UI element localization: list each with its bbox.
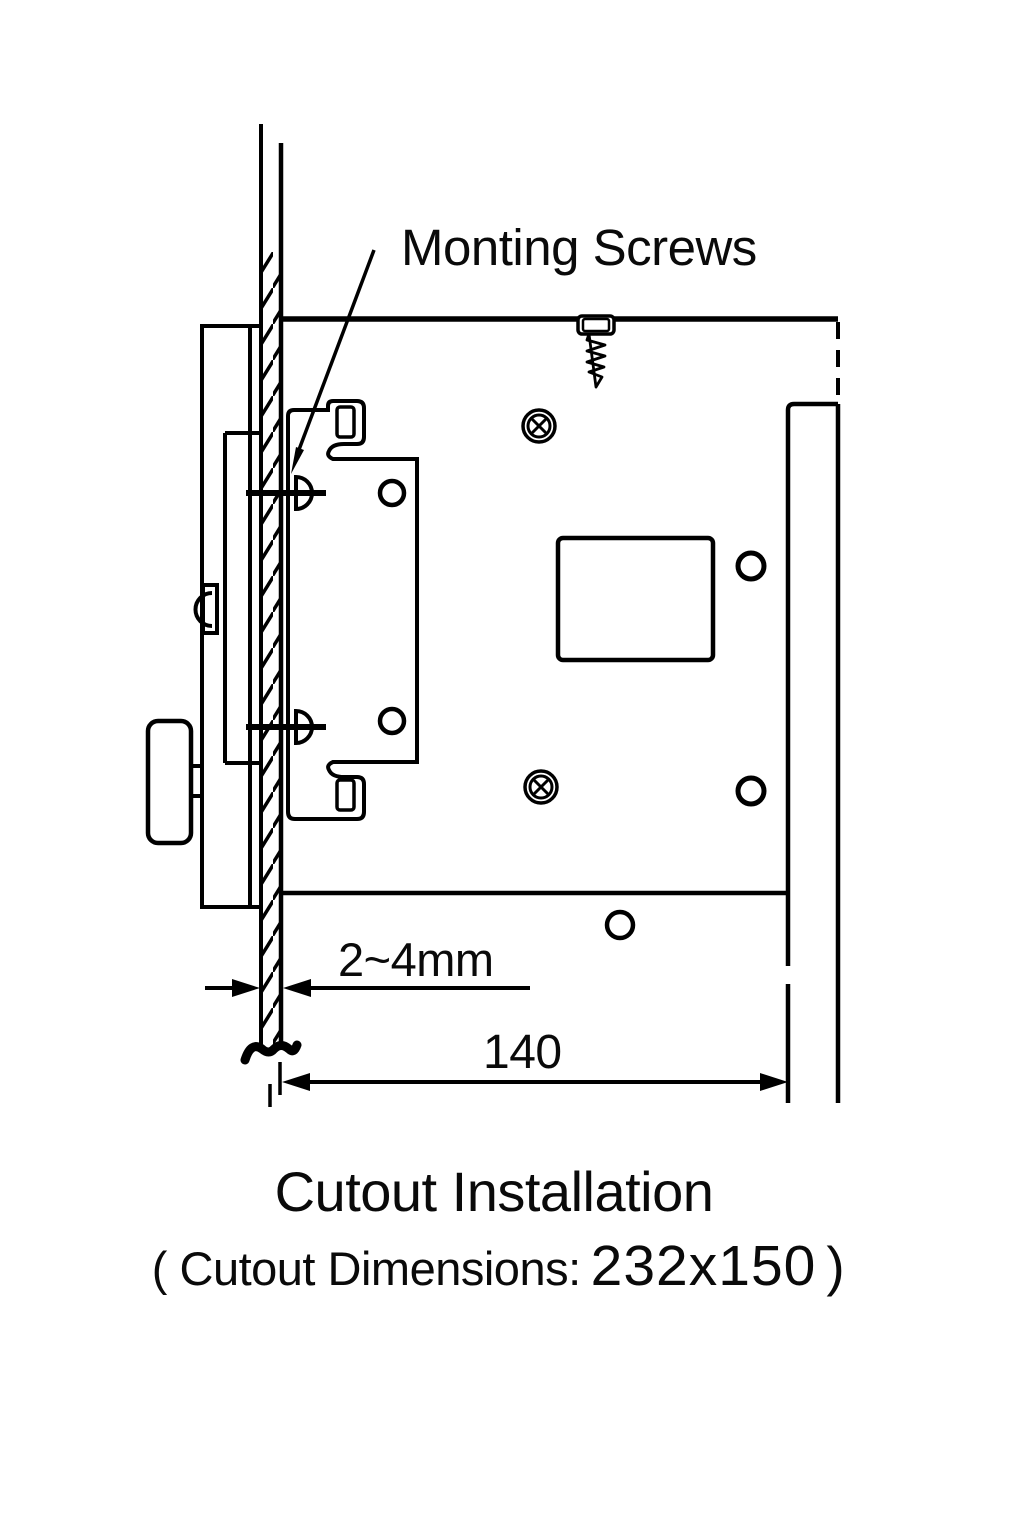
caption-dimensions-value: 232x150	[590, 1234, 817, 1298]
caption-dimensions-suffix: )	[826, 1235, 845, 1297]
wall-cross-section	[259, 124, 284, 1048]
plate-features	[521, 408, 767, 941]
mounting-screw-top	[246, 474, 326, 512]
bracket-top-clip-channel	[335, 405, 356, 439]
width-dimension-lines	[268, 1062, 788, 1107]
plate-hole-right-top	[735, 550, 767, 582]
mounting-screw-bottom	[246, 708, 326, 746]
wall-break-symbol	[240, 1040, 302, 1065]
bracket-hole-bottom	[377, 706, 407, 736]
mounting-screws-label: Monting Screws	[401, 219, 757, 276]
leader-line	[291, 249, 376, 474]
self-tapping-screw-icon	[576, 314, 616, 389]
gap-dimension-lines	[205, 979, 530, 997]
panel-latch	[201, 583, 219, 635]
bracket-hole-top	[377, 478, 407, 508]
plate-hole-lower	[604, 909, 636, 941]
side-bracket-rail	[785, 401, 841, 1103]
main-plate	[281, 316, 841, 1103]
plate-hole-right-bottom	[735, 775, 767, 807]
bracket-bottom-clip-channel	[335, 778, 356, 812]
caption-dimensions: ( Cutout Dimensions: 232x150 )	[151, 1234, 845, 1298]
panel-knob	[145, 718, 194, 846]
panel-body	[145, 324, 263, 909]
bracket-silhouette	[286, 399, 419, 821]
panel-spacer-frame	[223, 431, 261, 765]
cable-window	[555, 535, 716, 663]
screw-cross-marker-top	[521, 408, 557, 444]
gap-dimension-label: 2~4mm	[338, 933, 494, 986]
caption-title: Cutout Installation	[274, 1160, 714, 1223]
mounting-bracket	[286, 399, 419, 821]
panel-latch-arc	[193, 591, 213, 628]
screw-cross-marker-bottom	[523, 769, 559, 805]
leader-arrowhead	[291, 447, 304, 474]
wall-hatching	[261, 252, 281, 1044]
caption-dimensions-prefix: ( Cutout Dimensions:	[151, 1242, 581, 1295]
width-dimension-label: 140	[483, 1026, 562, 1079]
